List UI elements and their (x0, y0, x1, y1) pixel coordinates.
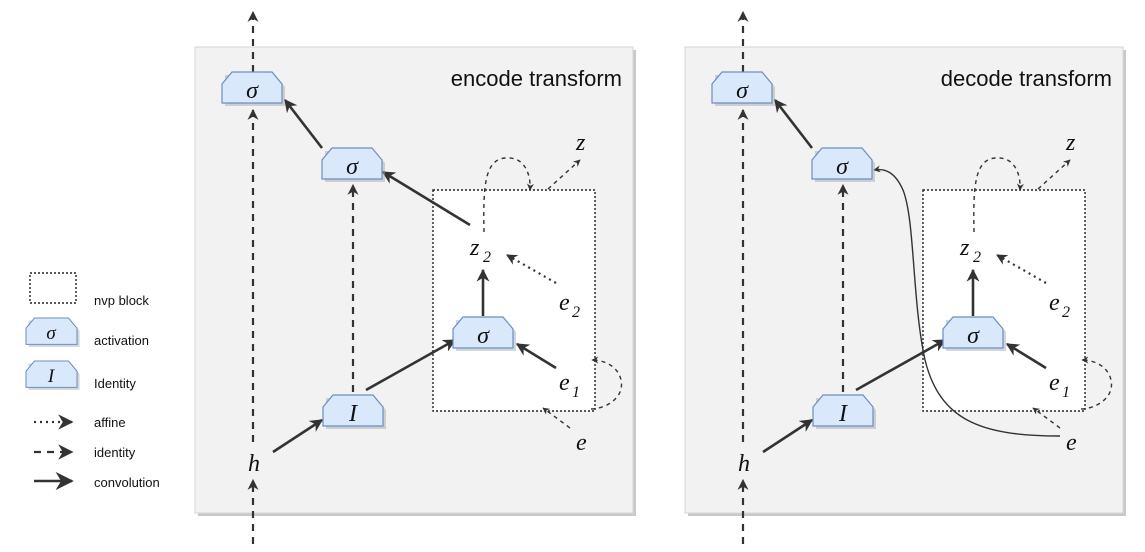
identity-symbol: I (47, 366, 56, 387)
e-label: e (576, 430, 587, 456)
legend-nvp-block-label: nvp block (94, 293, 149, 308)
z-label: z (1065, 130, 1076, 156)
nvp-block (432, 189, 596, 412)
mid-activation-node: σ (321, 147, 386, 183)
e1-loop-arrow (1080, 356, 1113, 410)
nvp-block-to-z-arrow (1037, 159, 1071, 190)
encode-panel: encode transform σ (194, 10, 636, 544)
e1-subscript: 1 (1062, 384, 1070, 401)
z2-base: z (959, 235, 970, 261)
mid-node-symbol: σ (346, 154, 359, 180)
z2-loop-arrow (483, 157, 534, 233)
identity-node: I (322, 394, 387, 430)
identity-node-symbol: I (838, 401, 848, 427)
e1-subscript: 1 (572, 384, 580, 401)
legend-activation: σ activation (25, 317, 149, 348)
identity-to-nvp-conv-arrow (855, 338, 947, 392)
mid-to-top-conv-arrow (773, 98, 814, 149)
h-label: h (738, 451, 750, 477)
nvp-block (922, 189, 1086, 412)
e1-base: e (1049, 370, 1060, 396)
e1-label: e 1 (559, 370, 580, 401)
identity-node: I (812, 394, 877, 430)
h-label: h (248, 451, 260, 477)
z-label: z (575, 130, 586, 156)
e2-subscript: 2 (572, 304, 580, 321)
nvp-activation-node: σ (942, 316, 1007, 352)
e2-label: e 2 (559, 290, 580, 321)
mid-to-top-conv-arrow (283, 98, 324, 149)
e2-subscript: 2 (1062, 304, 1070, 321)
e-to-mid-curve-arrow (873, 165, 1061, 437)
top-activation-node: σ (711, 71, 776, 107)
panel-title: decode transform (941, 66, 1112, 91)
nvp-block-swatch (29, 272, 77, 304)
e-to-nvp-block-arrow (542, 407, 571, 429)
legend-convolution-label: convolution (94, 475, 160, 490)
e-to-nvp-block-arrow (1032, 407, 1061, 429)
z2-subscript: 2 (973, 249, 981, 266)
e1-to-nvp-conv-arrow (515, 342, 557, 370)
top-node-symbol: σ (246, 78, 259, 104)
z2-loop-arrow (973, 157, 1024, 233)
z2-label: z 2 (469, 235, 491, 266)
legend-identity-arrow: identity (34, 444, 136, 460)
legend-identity-arrow-label: identity (94, 445, 136, 460)
z2-label: z 2 (959, 235, 981, 266)
legend-identity-label: Identity (94, 376, 136, 391)
top-activation-node: σ (221, 71, 286, 107)
e2-label: e 2 (1049, 290, 1070, 321)
z2-to-mid-conv-arrow (381, 170, 471, 227)
legend-convolution: convolution (34, 471, 160, 491)
e1-to-nvp-conv-arrow (1005, 342, 1047, 370)
identity-node-symbol: I (348, 401, 358, 427)
panel-title: encode transform (451, 66, 622, 91)
identity-to-nvp-conv-arrow (365, 338, 457, 392)
nvp-node-symbol: σ (967, 323, 980, 349)
e1-label: e 1 (1049, 370, 1070, 401)
e2-base: e (559, 290, 570, 316)
legend-affine: affine (34, 414, 126, 430)
legend-activation-label: activation (94, 333, 149, 348)
z2-subscript: 2 (483, 249, 491, 266)
legend-affine-label: affine (94, 415, 126, 430)
legend-identity: I Identity (25, 360, 136, 391)
nvp-activation-node: σ (452, 316, 517, 352)
nvp-block-to-z-arrow (547, 159, 581, 190)
top-node-symbol: σ (736, 78, 749, 104)
legend-nvp-block: nvp block (29, 272, 149, 308)
activation-symbol: σ (46, 323, 56, 344)
legend: nvp block σ activation I Identity affine… (25, 272, 160, 491)
z2-base: z (469, 235, 480, 261)
mid-node-symbol: σ (836, 154, 849, 180)
e1-loop-arrow (590, 356, 623, 410)
h-to-identity-conv-arrow (272, 418, 324, 454)
decode-panel: decode transform σ (684, 10, 1126, 544)
nvp-node-symbol: σ (477, 323, 490, 349)
e2-base: e (1049, 290, 1060, 316)
mid-activation-node: σ (811, 147, 876, 183)
e1-base: e (559, 370, 570, 396)
e-label: e (1066, 430, 1077, 456)
h-to-identity-conv-arrow (762, 418, 814, 454)
